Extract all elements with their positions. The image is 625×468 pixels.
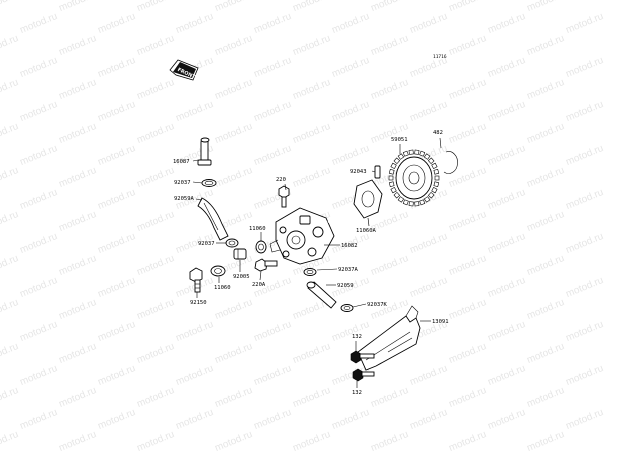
gear-tooth — [433, 181, 440, 187]
part-220A-bolt — [254, 258, 278, 272]
label-482: 482 — [433, 130, 443, 136]
label-220A: 220A — [252, 282, 266, 288]
part-220-bolt — [278, 185, 290, 208]
gear-tooth — [427, 191, 435, 199]
label-132-bottom: 132 — [352, 390, 362, 396]
gear-tooth — [419, 199, 426, 206]
part-92037K-clamp — [340, 304, 354, 312]
label-92037K: 92037K — [367, 302, 388, 308]
gear-tooth — [408, 201, 414, 207]
gear-tooth — [402, 199, 409, 206]
gear-tooth — [402, 150, 409, 157]
part-92005-fitting — [233, 248, 247, 260]
part-92150-bolt — [189, 267, 203, 293]
part-16087-nipple — [197, 137, 212, 166]
gear-tooth — [433, 169, 440, 175]
label-92037-top: 92037 — [174, 180, 191, 186]
part-92037-clamp-top — [201, 179, 217, 187]
gear-tooth — [434, 175, 440, 181]
figure-number: 11716 — [433, 54, 447, 60]
label-11060-bottom: 11060 — [214, 285, 231, 291]
part-11060-gasket-mid — [255, 240, 267, 254]
label-59051: 59051 — [391, 137, 408, 143]
label-92037-mid: 92037 — [198, 241, 215, 247]
label-132-top: 132 — [352, 334, 362, 340]
label-220: 220 — [276, 177, 286, 183]
part-482-circlip — [443, 151, 458, 174]
front-arrow-icon: FRONT — [169, 59, 199, 81]
part-132-bolt-top — [350, 350, 375, 364]
label-92037A: 92037A — [338, 267, 359, 273]
part-92037A-clamp — [303, 268, 317, 276]
gear-tooth — [390, 186, 397, 194]
label-92059: 92059 — [337, 283, 354, 289]
gear-tooth — [431, 162, 438, 170]
label-11060A: 11060A — [356, 228, 377, 234]
part-13091-bracket — [357, 305, 421, 371]
gear-tooth — [423, 196, 431, 203]
gear-tooth — [427, 157, 435, 165]
gear-tooth — [419, 150, 426, 157]
gear-tooth — [393, 157, 401, 165]
label-92043: 92043 — [350, 169, 367, 175]
gear-tooth — [393, 191, 401, 199]
gear-tooth — [388, 181, 395, 187]
part-92059-hose — [306, 281, 337, 309]
gear-tooth — [414, 201, 420, 207]
gear-tooth — [423, 153, 431, 160]
label-92059A: 92059A — [174, 196, 195, 202]
label-16087: 16087 — [173, 159, 190, 165]
part-11060-gasket-bottom — [210, 265, 226, 277]
label-92005: 92005 — [233, 274, 250, 280]
gear-tooth — [408, 149, 414, 155]
part-92037-clamp-mid — [225, 238, 239, 248]
part-92043-pin — [374, 165, 381, 179]
label-16082: 16082 — [341, 243, 358, 249]
gear-tooth — [397, 153, 405, 160]
part-92059A-hose — [197, 197, 229, 241]
gear-tooth — [388, 169, 395, 175]
part-132-bolt-bottom — [352, 368, 375, 382]
gear-tooth — [431, 186, 438, 194]
gear-tooth — [397, 196, 405, 203]
label-92150: 92150 — [190, 300, 207, 306]
gear-tooth — [414, 149, 420, 155]
gear-tooth — [388, 175, 394, 181]
label-13091: 13091 — [432, 319, 449, 325]
gear-tooth — [390, 162, 397, 170]
part-11060A-gasket-plate — [353, 179, 383, 219]
part-16082-oil-pump — [269, 207, 335, 265]
label-11060-mid: 11060 — [249, 226, 266, 232]
part-59051-gear — [388, 149, 440, 207]
